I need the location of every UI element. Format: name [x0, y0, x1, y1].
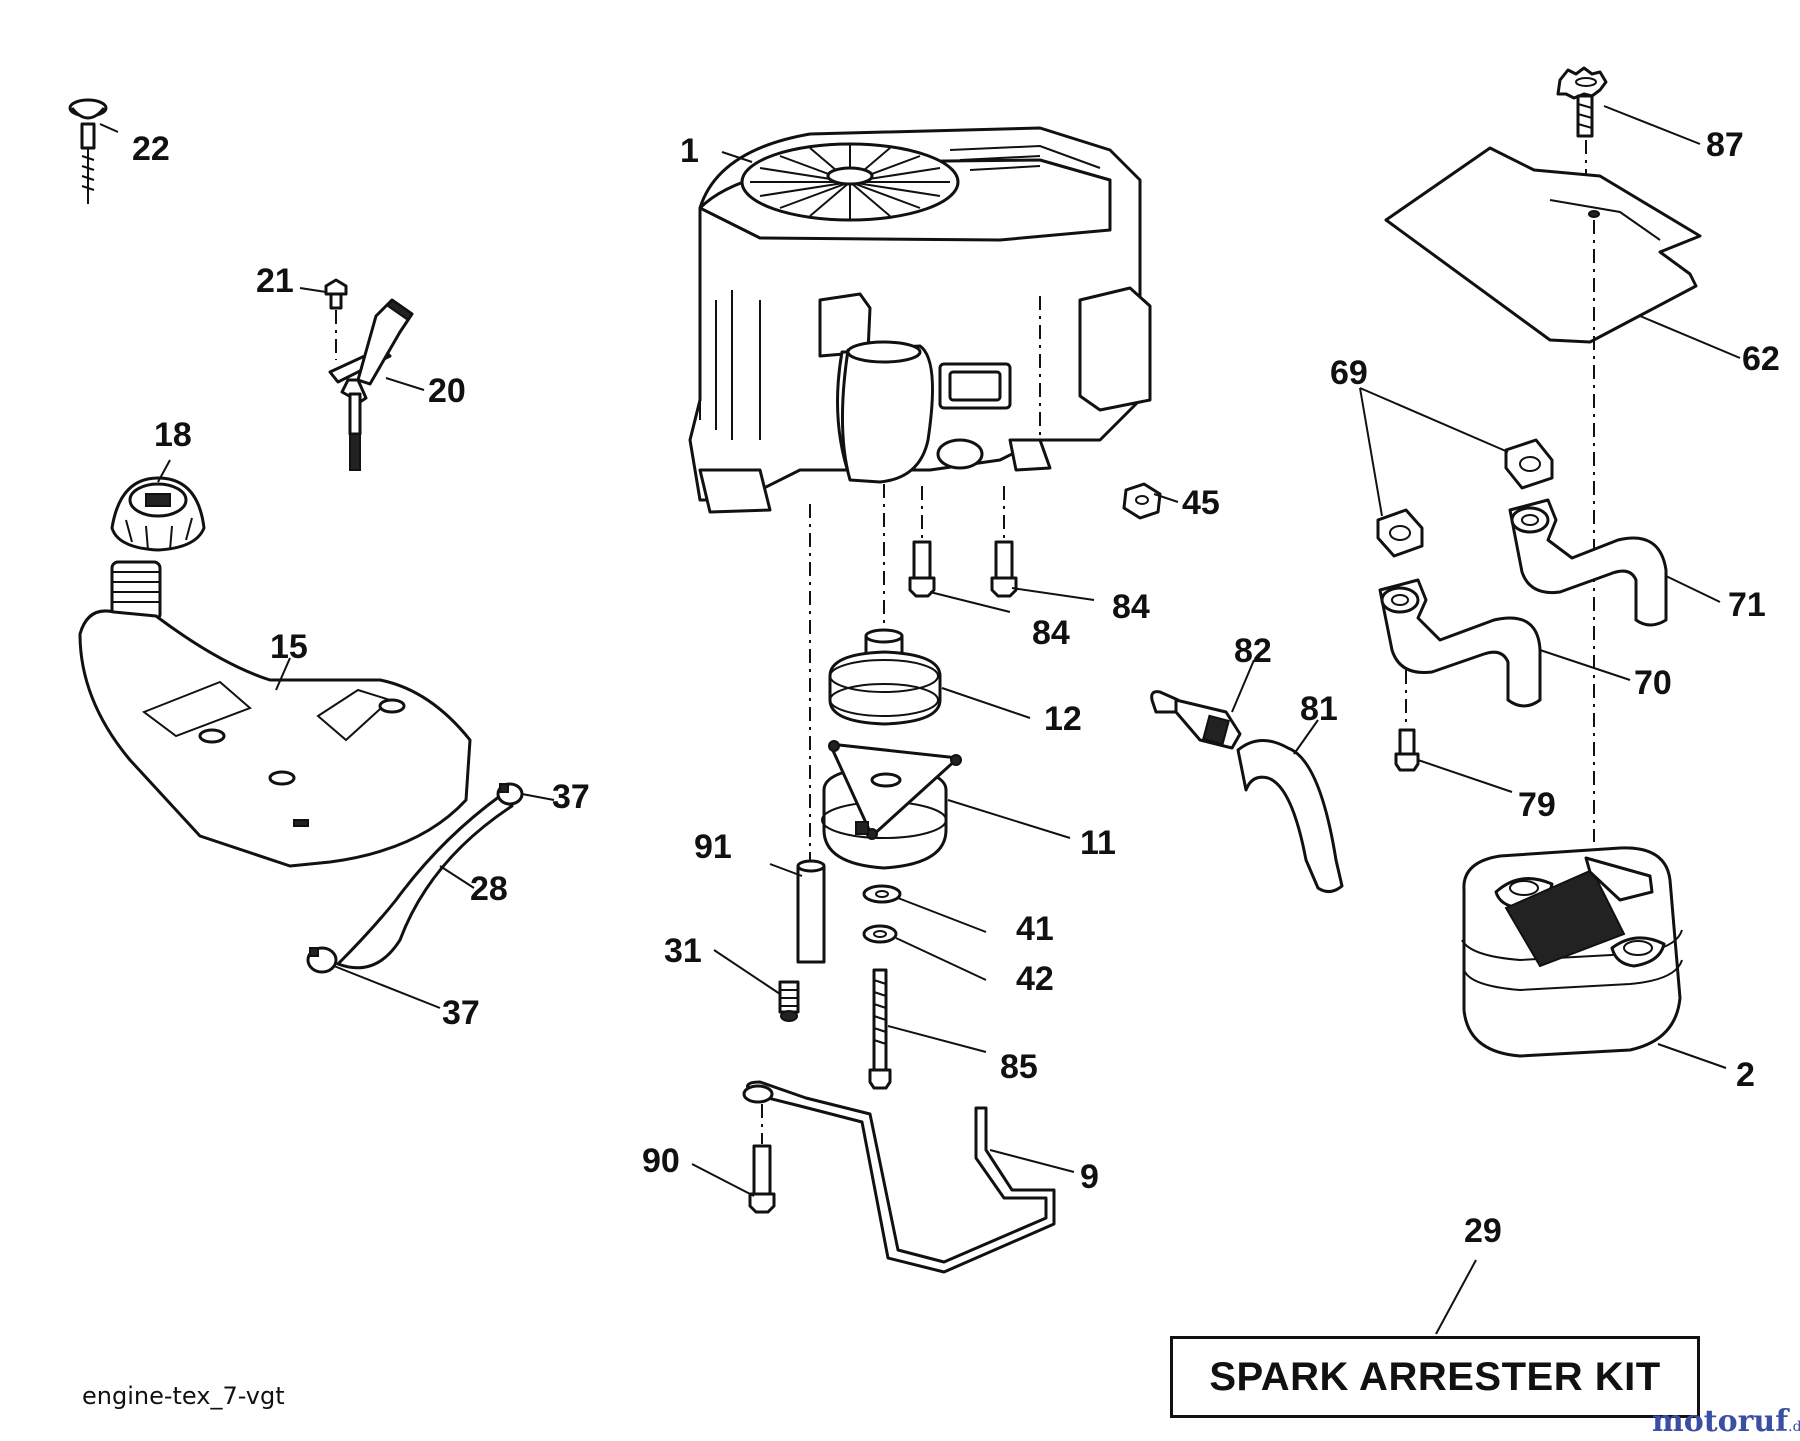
callout-31: 31	[664, 932, 702, 970]
exhaust-pipe-71	[1508, 498, 1668, 627]
hex-nut-45	[1122, 482, 1162, 520]
knob-screw-22	[68, 98, 108, 204]
watermark-tld: .de	[1788, 1419, 1800, 1435]
fuel-line-28	[336, 794, 514, 970]
callout-2: 2	[1736, 1056, 1755, 1094]
callout-18: 18	[154, 416, 192, 454]
callout-20: 20	[428, 372, 466, 410]
hose-clamp-37-upper	[496, 782, 524, 806]
callout-87: 87	[1706, 126, 1744, 164]
callout-15: 15	[270, 628, 308, 666]
callout-1: 1	[680, 132, 699, 170]
fitting-31	[778, 980, 800, 1022]
hose-fitting-82	[1150, 690, 1242, 750]
callout-21: 21	[256, 262, 294, 300]
washer-41	[862, 884, 902, 904]
bolt-85	[868, 968, 892, 1090]
gasket-69-lower	[1376, 508, 1424, 558]
knob-87	[1556, 66, 1608, 178]
bolt-84-right	[990, 486, 1018, 598]
diagram-code: engine-tex_7-vgt	[82, 1382, 285, 1410]
spark-arrester-kit-box: SPARK ARRESTER KIT	[1170, 1336, 1700, 1418]
callout-69: 69	[1330, 354, 1368, 392]
fuel-cap-18	[110, 476, 206, 552]
pto-clutch-11	[821, 740, 962, 870]
callout-9: 9	[1080, 1158, 1099, 1196]
callout-79: 79	[1518, 786, 1556, 824]
callout-28: 28	[470, 870, 508, 908]
spark-arrester-kit-label: SPARK ARRESTER KIT	[1209, 1354, 1661, 1399]
muffler-2	[1461, 846, 1683, 1058]
throttle-control-20	[328, 298, 414, 471]
lock-washer-42	[862, 924, 898, 944]
callout-12: 12	[1044, 700, 1082, 738]
callout-71: 71	[1728, 586, 1766, 624]
watermark-name: motoruf	[1652, 1404, 1789, 1439]
bolt-84-left	[908, 486, 936, 598]
callout-81: 81	[1300, 690, 1338, 728]
engine-1	[688, 126, 1152, 514]
control-rod-9	[742, 1080, 1056, 1274]
callout-11: 11	[1080, 824, 1116, 862]
fuel-tank-15	[78, 560, 472, 868]
callout-42: 42	[1016, 960, 1054, 998]
callout-37-upper: 37	[552, 778, 590, 816]
bolt-90	[748, 1104, 776, 1214]
callout-84-left: 84	[1032, 614, 1070, 652]
leader-lines	[99, 105, 1741, 1335]
spacer-tube-91	[796, 504, 826, 964]
callout-62: 62	[1742, 340, 1780, 378]
watermark-logo: motoruf.de	[1652, 1404, 1800, 1439]
callout-29: 29	[1464, 1212, 1502, 1250]
bolt-79	[1394, 728, 1420, 772]
callout-84-right: 84	[1112, 588, 1150, 626]
callout-41: 41	[1016, 910, 1054, 948]
bolt-21	[324, 278, 348, 360]
callout-70: 70	[1634, 664, 1672, 702]
callout-22: 22	[132, 130, 170, 168]
exhaust-pipe-70	[1378, 578, 1542, 728]
callout-45: 45	[1182, 484, 1220, 522]
gasket-69-upper	[1504, 438, 1554, 490]
hose-clamp-37-lower	[306, 946, 338, 974]
callout-37-lower: 37	[442, 994, 480, 1032]
callout-85: 85	[1000, 1048, 1038, 1086]
callout-91: 91	[694, 828, 732, 866]
pulley-12	[828, 484, 942, 726]
heat-shield-62	[1384, 146, 1702, 842]
callout-90: 90	[642, 1142, 680, 1180]
hose-81	[1236, 739, 1344, 893]
callout-82: 82	[1234, 632, 1272, 670]
